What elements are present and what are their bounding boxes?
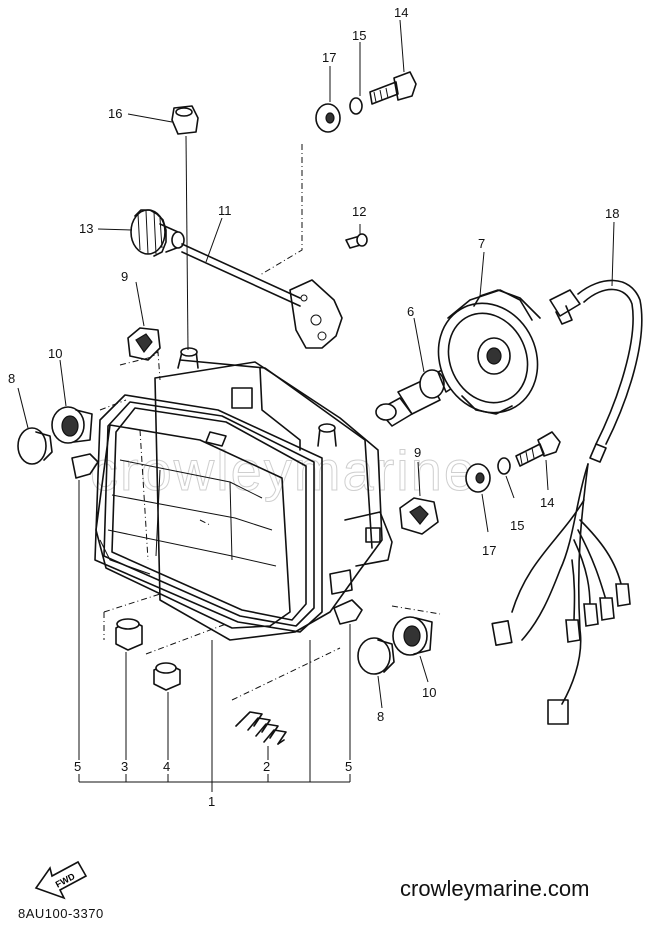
washer-upper: [315, 66, 341, 133]
leader-line: [127, 113, 173, 123]
callout-9: 9: [121, 269, 128, 284]
guide-line: [99, 399, 127, 411]
callout-12: 12: [352, 204, 366, 219]
callout-8: 8: [377, 709, 384, 724]
lock-washer-lower: [497, 457, 515, 499]
guide-line: [259, 144, 303, 276]
site-url: crowleymarine.com: [400, 876, 590, 901]
lock-washer-upper: [349, 42, 363, 115]
callout-7: 7: [478, 236, 485, 251]
clip-right: [333, 599, 363, 760]
callout-1: 1: [208, 794, 215, 809]
grommet-right-lower: [399, 461, 439, 535]
assembly-bracket: [78, 640, 351, 792]
leader-line: [97, 228, 133, 231]
callout-14: 14: [394, 5, 408, 20]
fwd-arrow-icon: FWD: [34, 860, 88, 900]
callout-15: 15: [510, 518, 524, 533]
bulb-cover: [437, 251, 541, 415]
grommet-left: [51, 359, 93, 444]
callout-5: 5: [345, 759, 352, 774]
damper-left: [17, 387, 53, 465]
adjusting-rod: [181, 217, 343, 349]
cap-nut: [171, 105, 199, 351]
damper-right: [357, 637, 395, 709]
guide-line: [145, 623, 227, 655]
callout-9: 9: [414, 445, 421, 460]
callout-2: 2: [263, 759, 270, 774]
callout-10: 10: [48, 346, 62, 361]
callout-15: 15: [352, 28, 366, 43]
bolt-upper: [369, 19, 417, 105]
callout-5: 5: [74, 759, 81, 774]
callout-17: 17: [482, 543, 496, 558]
callout-3: 3: [121, 759, 128, 774]
callout-10: 10: [422, 685, 436, 700]
spring: [235, 711, 287, 760]
wire-harness: [491, 221, 643, 725]
grommet-right: [392, 616, 433, 683]
callout-14: 14: [540, 495, 554, 510]
callout-4: 4: [163, 759, 170, 774]
headlight-unit: [94, 347, 393, 641]
washer-lower: [465, 463, 491, 533]
guide-line: [119, 350, 161, 381]
callout-17: 17: [322, 50, 336, 65]
screw: [345, 224, 368, 249]
grommet-top: [127, 281, 161, 361]
adjuster-collar: [153, 662, 181, 760]
callout-18: 18: [605, 206, 619, 221]
bolt-lower: [515, 431, 561, 491]
adjusting-knob: [130, 209, 185, 257]
clip-left: [71, 453, 99, 760]
guide-line: [231, 647, 341, 701]
callout-11: 11: [218, 203, 232, 218]
callout-6: 6: [407, 304, 414, 319]
guide-line: [391, 605, 441, 615]
guide-line: [103, 593, 161, 640]
callout-8: 8: [8, 371, 15, 386]
diagram-code: 8AU100-3370: [18, 906, 104, 921]
adjuster-nut: [115, 618, 143, 760]
callout-16: 16: [108, 106, 122, 121]
callout-13: 13: [79, 221, 93, 236]
